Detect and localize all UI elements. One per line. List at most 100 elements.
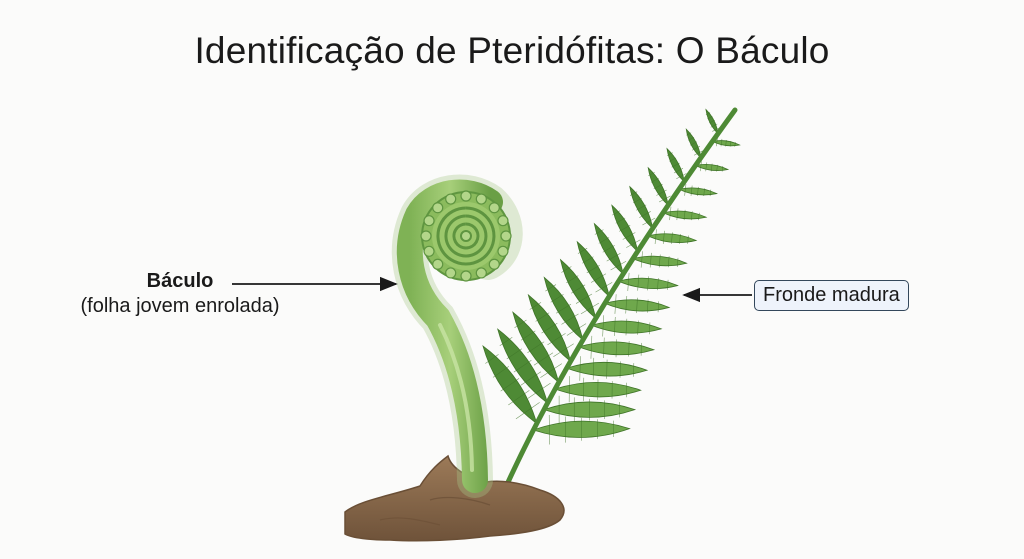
pinna-vein (708, 119, 715, 124)
pinna-vein (636, 297, 638, 314)
pinna-vein (725, 139, 727, 147)
pinna-vein (602, 315, 605, 337)
pinna-vein (712, 127, 720, 132)
pinna-vein (676, 208, 679, 221)
pinna-vein (690, 185, 693, 196)
pinna-vein (571, 284, 586, 294)
pinna-vein (642, 217, 656, 226)
coil-leaflet (423, 215, 435, 227)
pinna-vein (580, 302, 600, 315)
pinna-vein (625, 318, 628, 336)
rhizome (344, 454, 565, 542)
pinna-vein (514, 319, 527, 329)
pinna-vein (561, 313, 579, 325)
pinna-vein (662, 230, 665, 244)
pinna-vein (676, 257, 679, 268)
pinna-vein (610, 260, 627, 271)
pinna-vein (615, 339, 618, 358)
pinna-vein (647, 276, 649, 291)
pinna-vein (716, 164, 718, 172)
coil-leaflet (500, 230, 512, 242)
pinna-vein (545, 284, 557, 292)
pinna-vein (590, 335, 593, 359)
pinna-vein (550, 294, 564, 303)
pinna-vein (640, 342, 642, 356)
pinna-vein (691, 211, 693, 221)
baculo-title: Báculo (146, 270, 214, 292)
pinna-vein (566, 323, 587, 336)
pinna-vein (598, 237, 610, 244)
pinna-vein (705, 162, 708, 172)
pinna-vein (619, 225, 631, 232)
pinna-vein (540, 363, 563, 378)
pinna-vein (622, 232, 636, 240)
pinna-vein (629, 191, 638, 196)
pinna-vein (671, 232, 673, 244)
page-title: Identificação de Pteridófitas: O Báculo (194, 30, 830, 71)
pinna-vein (602, 245, 615, 253)
pinna-vein (691, 146, 700, 151)
pinna-vein (734, 142, 736, 147)
pinna-vein (699, 161, 702, 172)
pinna-vein (513, 359, 532, 373)
pinna-vein (575, 293, 593, 304)
coil-leaflet (445, 267, 457, 279)
pinna-vein (606, 359, 608, 379)
pinna-vein (710, 123, 718, 128)
pinna-vein (637, 274, 640, 291)
pinna-vein (666, 152, 673, 156)
pinna-vein (688, 137, 695, 141)
pinna-vein (606, 253, 621, 262)
pinna-vein (671, 162, 680, 168)
pinna-vein (492, 366, 509, 378)
pinna-vein (654, 229, 657, 245)
pinna-vein (646, 299, 649, 313)
coil-leaflet (497, 245, 509, 257)
pinna-vein (553, 343, 574, 357)
pinna-vein (615, 217, 626, 224)
pinna-vein (673, 168, 684, 174)
coil-leaflet (432, 202, 444, 214)
pinna-vein (614, 316, 616, 336)
pinna-vein (657, 278, 659, 291)
pinna-vein (566, 275, 579, 284)
coil-leaflet (445, 193, 457, 205)
baculo-label: Báculo (folha jovem enrolada) (40, 270, 320, 318)
pinna-vein (683, 209, 686, 221)
pinna-vein (693, 150, 703, 156)
mature-frond (482, 107, 741, 503)
pinna-vein (625, 295, 628, 314)
pinna-vein (686, 132, 692, 136)
pinna-vein (637, 320, 639, 335)
pinna-vein (555, 303, 572, 314)
pinna-vein (705, 112, 711, 115)
pinna-vein (633, 198, 642, 204)
pinna-vein (707, 116, 713, 120)
pinna-vein (612, 210, 621, 216)
pinna-vein (639, 211, 651, 218)
pinna-vein (656, 189, 667, 196)
pinna-vein (533, 352, 554, 366)
pinna-vein (529, 302, 542, 310)
coil-leaflet (475, 193, 487, 205)
fronde-label: Fronde madura (754, 280, 909, 311)
pinna-vein (499, 337, 513, 346)
pinna-vein (508, 390, 530, 406)
pinna-vein (658, 195, 671, 203)
pinna-vein (649, 252, 652, 268)
pinna-vein (561, 266, 572, 273)
pinna-vein (657, 301, 660, 313)
pinna-vein (627, 272, 630, 291)
pinna-vein (626, 239, 641, 248)
pinna-vein (648, 172, 655, 176)
coil-leaflet (488, 202, 500, 214)
coil-leaflet (432, 258, 444, 270)
pinna-vein (628, 341, 630, 357)
pinna-vein (653, 183, 663, 190)
pinna-vein (721, 166, 724, 172)
baculo-description: (folha jovem enrolada) (80, 295, 280, 317)
pinna-vein (586, 264, 600, 274)
pinna-vein (679, 233, 681, 244)
pinna-vein (595, 282, 613, 293)
pinna-vein (698, 212, 700, 221)
